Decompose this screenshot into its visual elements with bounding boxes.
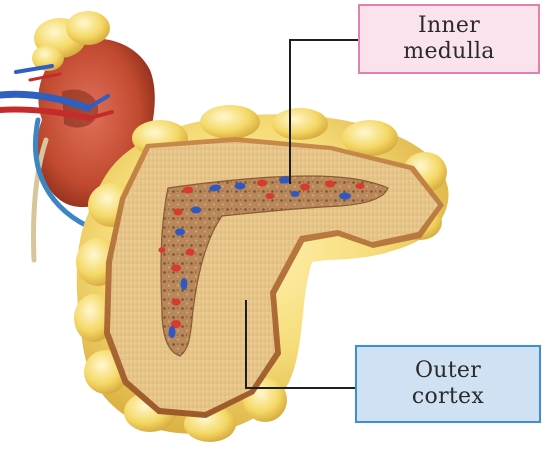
outer-cortex-label: Outer cortex (355, 345, 541, 423)
inner-medulla-label: Inner medulla (358, 4, 540, 74)
